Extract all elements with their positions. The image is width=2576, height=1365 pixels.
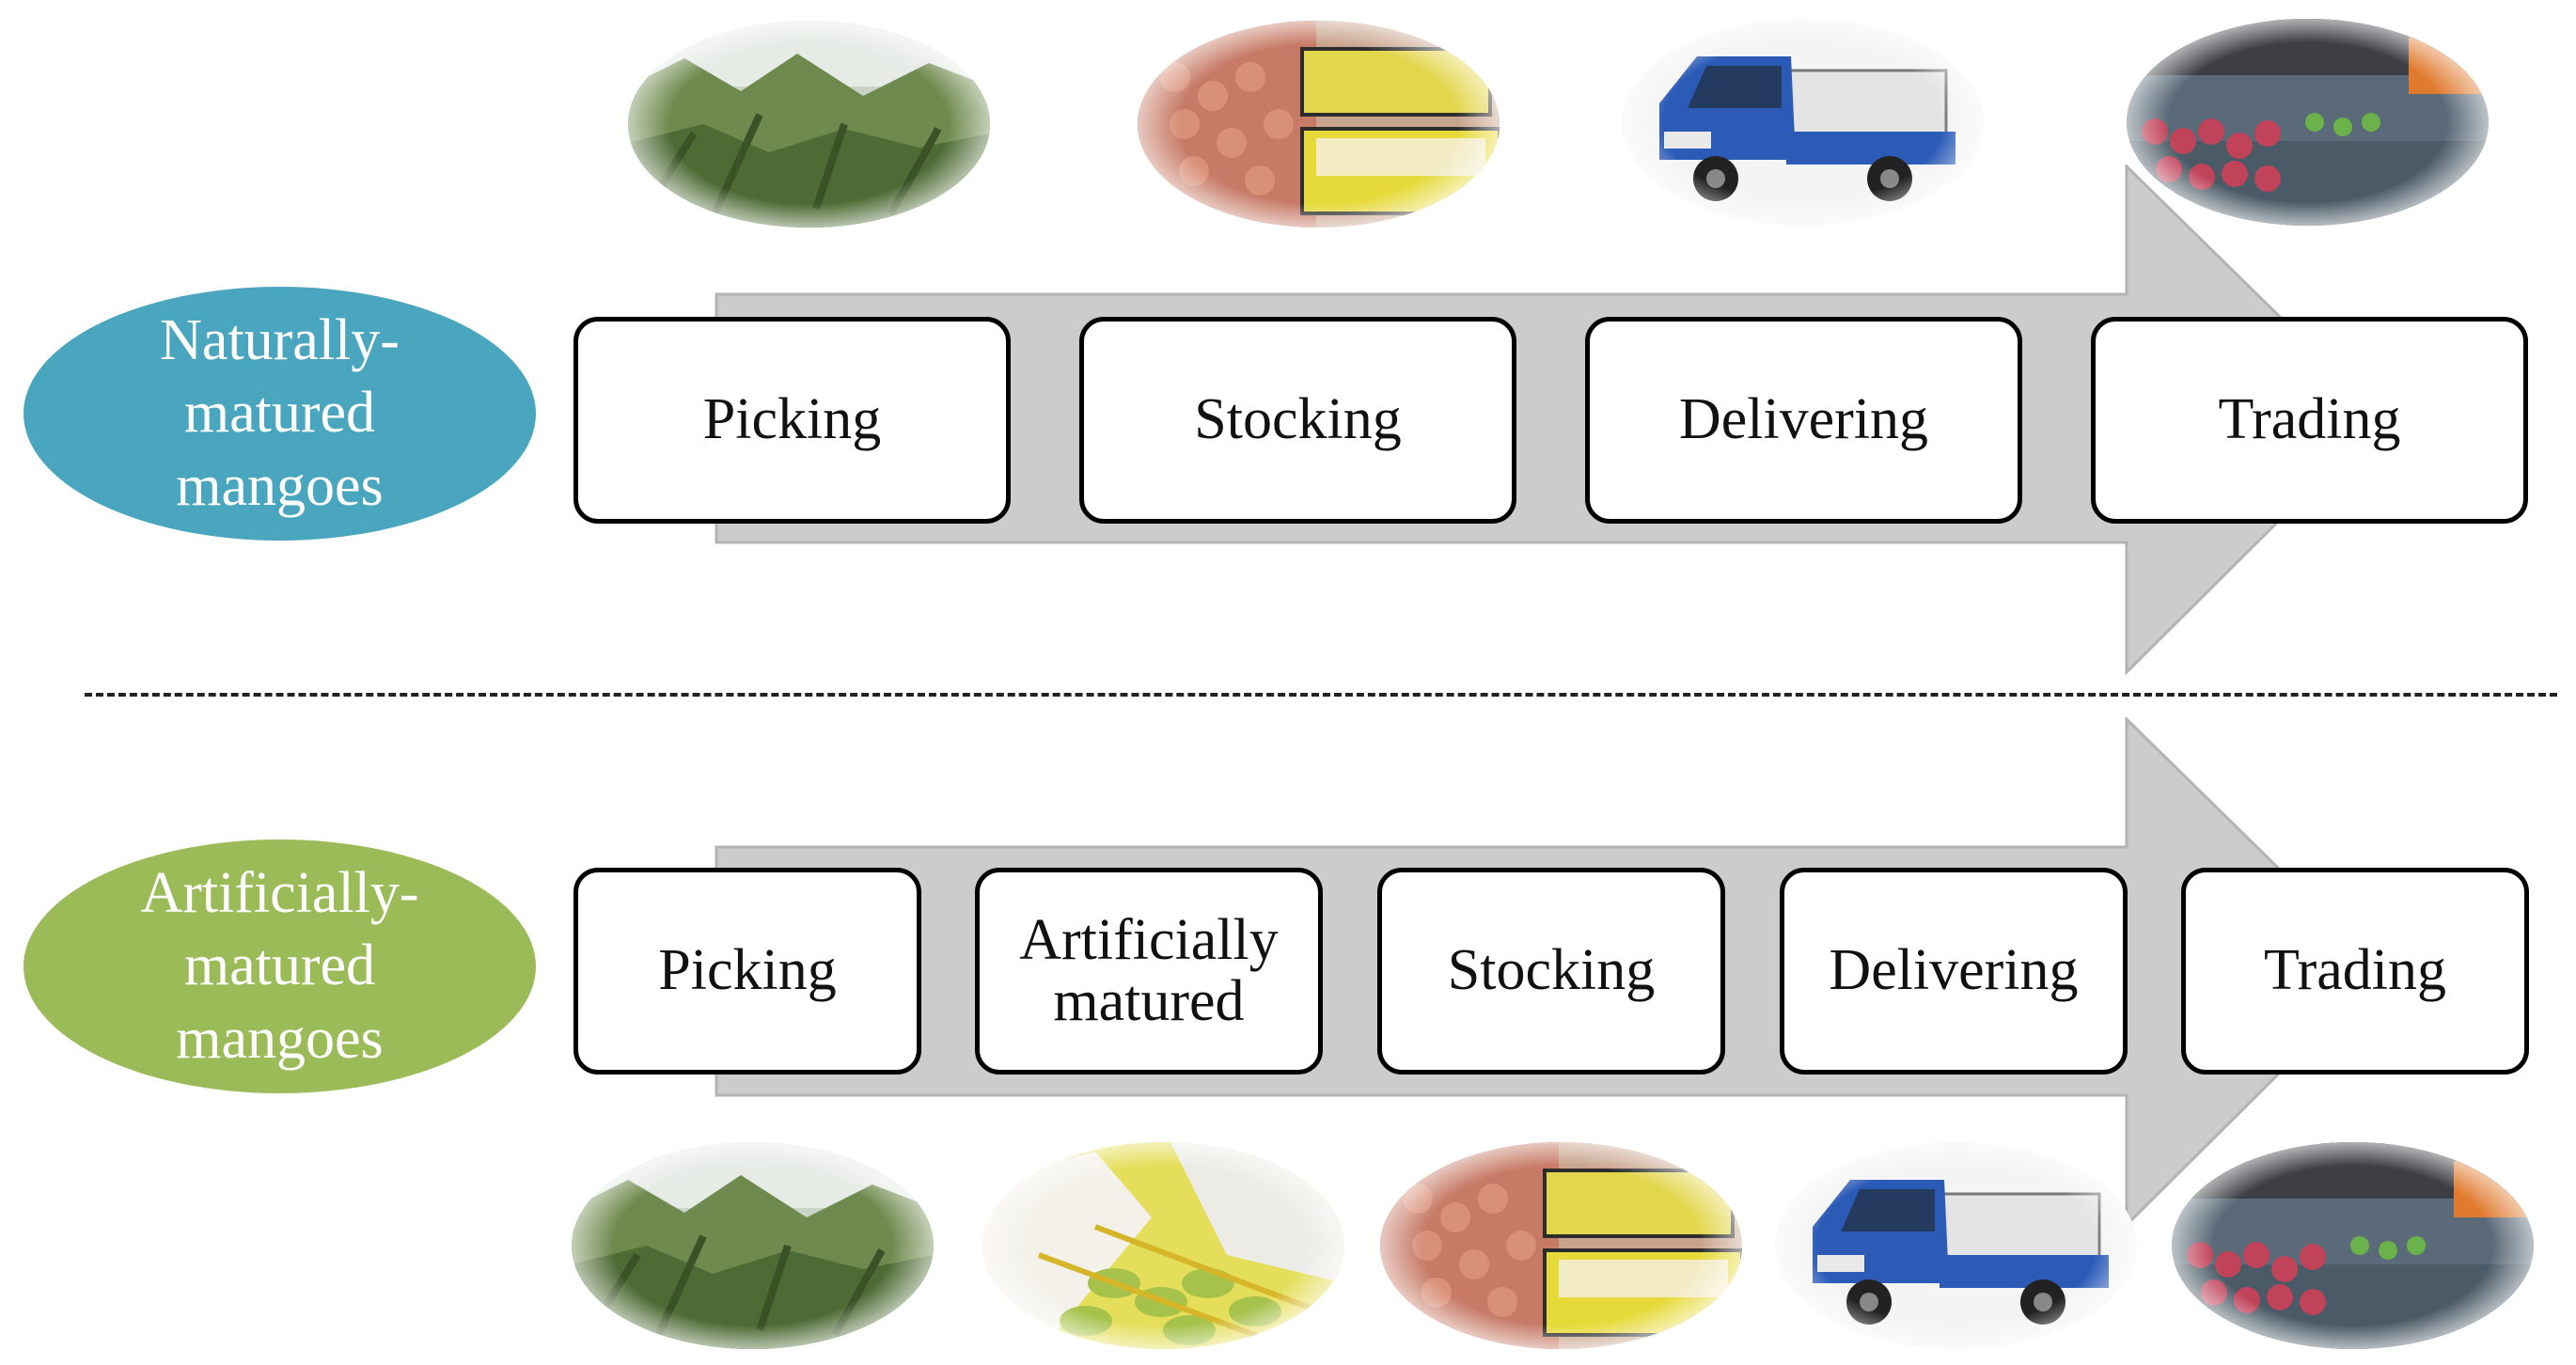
bottom-wrapped-mangoes-photo <box>982 1142 1344 1349</box>
bottom-step-artificially-matured-label: Artificially matured <box>1019 907 1279 1033</box>
bottom-mango-crates-photo <box>1380 1142 1742 1349</box>
naturally-matured-category-label: Naturally- matured mangoes <box>160 307 400 518</box>
top-step-picking-label: Picking <box>702 387 882 452</box>
top-fruit-market-photo <box>2127 19 2489 226</box>
bottom-step-artificially-matured: Artificially matured <box>975 868 1323 1075</box>
bottom-step-trading: Trading <box>2181 868 2529 1075</box>
bottom-step-stocking-label: Stocking <box>1447 938 1656 1003</box>
artificially-matured-category-oval: Artificially- matured mangoes <box>24 839 536 1093</box>
section-divider <box>85 693 2557 697</box>
top-step-stocking: Stocking <box>1079 317 1516 524</box>
top-step-stocking-label: Stocking <box>1194 387 1402 452</box>
bottom-step-picking: Picking <box>573 868 921 1075</box>
top-step-delivering-label: Delivering <box>1678 387 1929 452</box>
artificially-matured-category-label: Artificially- matured mangoes <box>140 860 419 1071</box>
bottom-step-trading-label: Trading <box>2263 938 2447 1003</box>
top-mango-crates-photo <box>1138 21 1500 228</box>
naturally-matured-category-oval: Naturally- matured mangoes <box>24 287 536 541</box>
top-step-trading-label: Trading <box>2218 387 2401 452</box>
bottom-step-stocking: Stocking <box>1377 868 1725 1075</box>
bottom-fruit-market-photo <box>2172 1142 2534 1349</box>
bottom-step-delivering-label: Delivering <box>1829 938 2079 1003</box>
top-step-trading: Trading <box>2091 317 2528 524</box>
bottom-step-picking-label: Picking <box>658 938 837 1003</box>
top-blue-truck-photo <box>1622 19 1984 226</box>
top-step-picking: Picking <box>573 317 1011 524</box>
bottom-step-delivering: Delivering <box>1780 868 2128 1075</box>
top-step-delivering: Delivering <box>1585 317 2022 524</box>
bottom-orchard-photo <box>572 1142 934 1349</box>
bottom-blue-truck-photo <box>1775 1142 2137 1349</box>
top-orchard-photo <box>628 21 990 228</box>
